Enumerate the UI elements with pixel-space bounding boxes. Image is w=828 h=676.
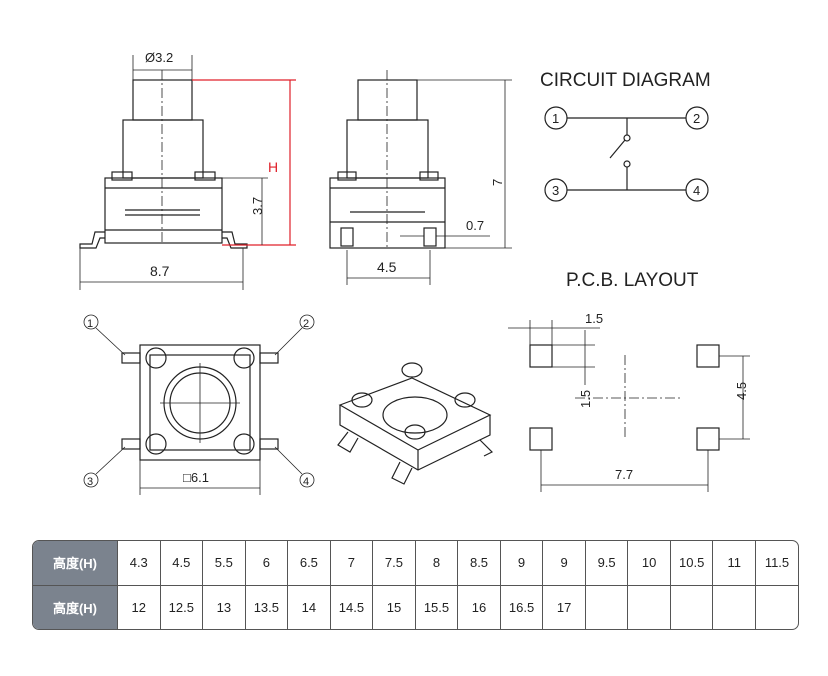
isometric-view <box>337 362 494 485</box>
table-cell <box>712 584 756 629</box>
pin-4-label: 4 <box>693 183 700 198</box>
table-cell: 9.5 <box>584 541 629 586</box>
table-cell: 17 <box>542 584 586 629</box>
circuit-diagram: CIRCUIT DIAGRAM 1 2 3 4 <box>540 70 711 202</box>
top-pin-2-label: 2 <box>303 318 309 330</box>
circuit-title: CIRCUIT DIAGRAM <box>540 70 711 91</box>
body-size-label: □6.1 <box>183 470 209 485</box>
table-cell: 9 <box>499 541 544 586</box>
top-pin-1-label: 1 <box>87 318 93 330</box>
table-cell: 11.5 <box>754 541 798 586</box>
pad-width-label: 1.5 <box>585 311 603 326</box>
table-cell: 10.5 <box>669 541 714 586</box>
top-pin-4-label: 4 <box>303 476 309 488</box>
pin-2-label: 2 <box>693 111 700 126</box>
table-cell: 13 <box>202 584 246 629</box>
table-cell: 16 <box>457 584 501 629</box>
row-header: 高度(H) <box>33 584 118 629</box>
pin-width-label: 0.7 <box>466 218 484 233</box>
table-row: 高度(H) 12 12.5 13 13.5 14 14.5 15 15.5 16… <box>33 584 798 629</box>
table-cell: 14 <box>287 584 331 629</box>
technical-drawing: Ø3.2 H 3.7 8.7 7 0.7 4.5 <box>79 50 750 495</box>
table-cell: 5.5 <box>202 541 246 586</box>
table-cell: 15.5 <box>414 584 459 629</box>
base-height-label: 3.7 <box>250 197 265 215</box>
table-cell: 12.5 <box>159 584 204 629</box>
table-cell: 8 <box>414 541 459 586</box>
table-cell: 12 <box>117 584 161 629</box>
pin-1-label: 1 <box>552 111 559 126</box>
table-cell: 7.5 <box>372 541 416 586</box>
pin-spacing-label: 4.5 <box>377 259 397 275</box>
top-view: 1 2 3 4 □6.1 <box>83 314 315 495</box>
pcb-layout: P.C.B. LAYOUT 1.5 1.5 4.5 7.7 <box>508 270 750 492</box>
row-header: 高度(H) <box>33 541 118 586</box>
height-label: H <box>268 159 278 175</box>
pcb-title: P.C.B. LAYOUT <box>566 270 699 291</box>
width-label: 8.7 <box>150 263 170 279</box>
table-row: 高度(H) 4.3 4.5 5.5 6 6.5 7 7.5 8 8.5 9 9 … <box>33 541 798 586</box>
pad-spacing-h-label: 7.7 <box>615 467 633 482</box>
table-cell: 4.3 <box>117 541 161 586</box>
top-pin-3-label: 3 <box>87 476 93 488</box>
table-cell: 8.5 <box>457 541 501 586</box>
table-cell: 6 <box>244 541 289 586</box>
table-cell <box>627 584 671 629</box>
pad-spacing-v-label: 4.5 <box>734 382 749 400</box>
front-view: 7 0.7 4.5 <box>329 70 512 285</box>
table-cell: 6.5 <box>287 541 331 586</box>
pin-3-label: 3 <box>552 183 559 198</box>
table-cell <box>584 584 629 629</box>
table-cell: 7 <box>329 541 374 586</box>
height-spec-table: 高度(H) 4.3 4.5 5.5 6 6.5 7 7.5 8 8.5 9 9 … <box>32 540 799 630</box>
table-cell: 4.5 <box>159 541 204 586</box>
table-cell: 10 <box>627 541 671 586</box>
table-cell: 14.5 <box>329 584 374 629</box>
table-cell <box>669 584 714 629</box>
table-cell: 13.5 <box>244 584 289 629</box>
table-cell: 11 <box>712 541 756 586</box>
table-cell: 15 <box>372 584 416 629</box>
table-cell: 16.5 <box>499 584 544 629</box>
pad-height-label: 1.5 <box>578 390 593 408</box>
diameter-label: Ø3.2 <box>145 50 173 65</box>
total-height-label: 7 <box>490 179 505 186</box>
table-cell <box>754 584 798 629</box>
table-cell: 9 <box>542 541 586 586</box>
side-view: Ø3.2 H 3.7 8.7 <box>79 50 296 290</box>
